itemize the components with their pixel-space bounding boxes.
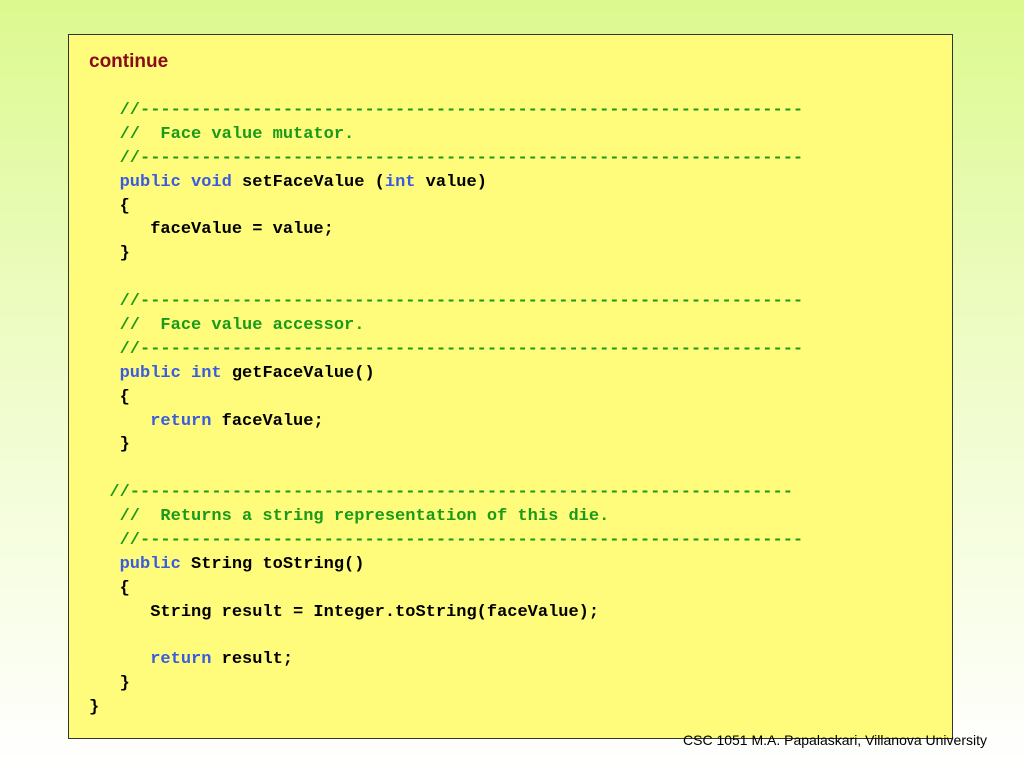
code-token-plain: }	[89, 698, 100, 718]
code-line: public void setFaceValue (int value)	[89, 171, 803, 195]
slide-footer: CSC 1051 M.A. Papalaskari, Villanova Uni…	[683, 732, 987, 748]
code-line: {	[89, 577, 803, 601]
code-token-keyword: int	[191, 363, 222, 383]
code-token-keyword: public	[119, 554, 181, 574]
code-token-keyword: int	[384, 172, 416, 192]
code-line	[89, 625, 803, 649]
code-token-plain: }	[89, 435, 130, 455]
code-token-plain	[181, 173, 191, 192]
code-token-plain	[89, 173, 120, 192]
code-token-plain: {	[89, 387, 130, 407]
code-line: String result = Integer.toString(faceVal…	[89, 601, 803, 625]
code-token-plain: getFaceValue()	[221, 363, 375, 383]
code-line: // Face value accessor.	[89, 314, 803, 338]
code-token-plain: result;	[211, 650, 294, 670]
code-token-plain: value)	[415, 172, 487, 192]
code-token-comment: // Returns a string representation of th…	[89, 507, 610, 527]
code-line: faceValue = value;	[89, 218, 803, 242]
code-line: // Returns a string representation of th…	[89, 505, 803, 529]
code-token-plain: faceValue = value;	[89, 220, 334, 240]
code-token-comment: //--------------------------------------…	[89, 339, 804, 359]
code-line: //--------------------------------------…	[89, 529, 804, 553]
code-line: //--------------------------------------…	[89, 338, 804, 362]
code-token-keyword: return	[150, 411, 212, 431]
code-token-plain: String result = Integer.toString(faceVal…	[89, 602, 600, 622]
code-line: return result;	[89, 648, 803, 672]
code-line: public int getFaceValue()	[89, 362, 803, 386]
code-token-plain	[89, 555, 120, 574]
code-line: //--------------------------------------…	[89, 99, 804, 123]
code-line: {	[89, 195, 803, 219]
code-line: }	[89, 696, 803, 720]
code-token-comment: //--------------------------------------…	[89, 531, 804, 551]
code-line: }	[89, 433, 803, 457]
code-token-comment: //--------------------------------------…	[89, 292, 804, 312]
code-token-plain: faceValue;	[211, 411, 324, 431]
code-token-plain: }	[89, 244, 130, 264]
code-line: public String toString()	[89, 553, 803, 577]
code-slide-box: continue //-----------------------------…	[68, 34, 953, 739]
code-token-plain: setFaceValue (	[231, 172, 385, 192]
code-line: }	[89, 242, 803, 266]
code-line: return faceValue;	[89, 410, 803, 434]
code-block: //--------------------------------------…	[89, 99, 803, 720]
code-token-plain: String toString()	[180, 554, 365, 574]
code-token-plain	[89, 364, 120, 383]
code-line: //--------------------------------------…	[89, 290, 804, 314]
code-line: // Face value mutator.	[89, 123, 803, 147]
code-token-keyword: void	[191, 172, 232, 192]
code-line: //--------------------------------------…	[89, 147, 804, 171]
code-token-plain	[181, 364, 191, 383]
code-line	[89, 457, 803, 481]
code-token-comment: //--------------------------------------…	[89, 101, 804, 120]
code-line	[89, 266, 803, 290]
code-token-plain	[89, 650, 150, 669]
code-token-keyword: public	[119, 363, 181, 383]
code-token-plain	[89, 412, 150, 431]
code-line: //--------------------------------------…	[89, 481, 803, 505]
code-token-plain: {	[89, 196, 130, 216]
code-line: }	[89, 672, 803, 696]
code-line: {	[89, 386, 803, 410]
code-token-comment: // Face value mutator.	[89, 124, 355, 144]
code-token-comment: //--------------------------------------…	[89, 148, 804, 168]
code-token-plain: {	[89, 578, 130, 598]
code-token-plain: }	[89, 674, 130, 694]
slide-heading: continue	[89, 51, 169, 72]
code-token-keyword: return	[150, 650, 212, 670]
code-token-comment: // Face value accessor.	[89, 316, 365, 336]
code-token-comment: //--------------------------------------…	[89, 483, 793, 503]
code-token-keyword: public	[119, 172, 181, 192]
